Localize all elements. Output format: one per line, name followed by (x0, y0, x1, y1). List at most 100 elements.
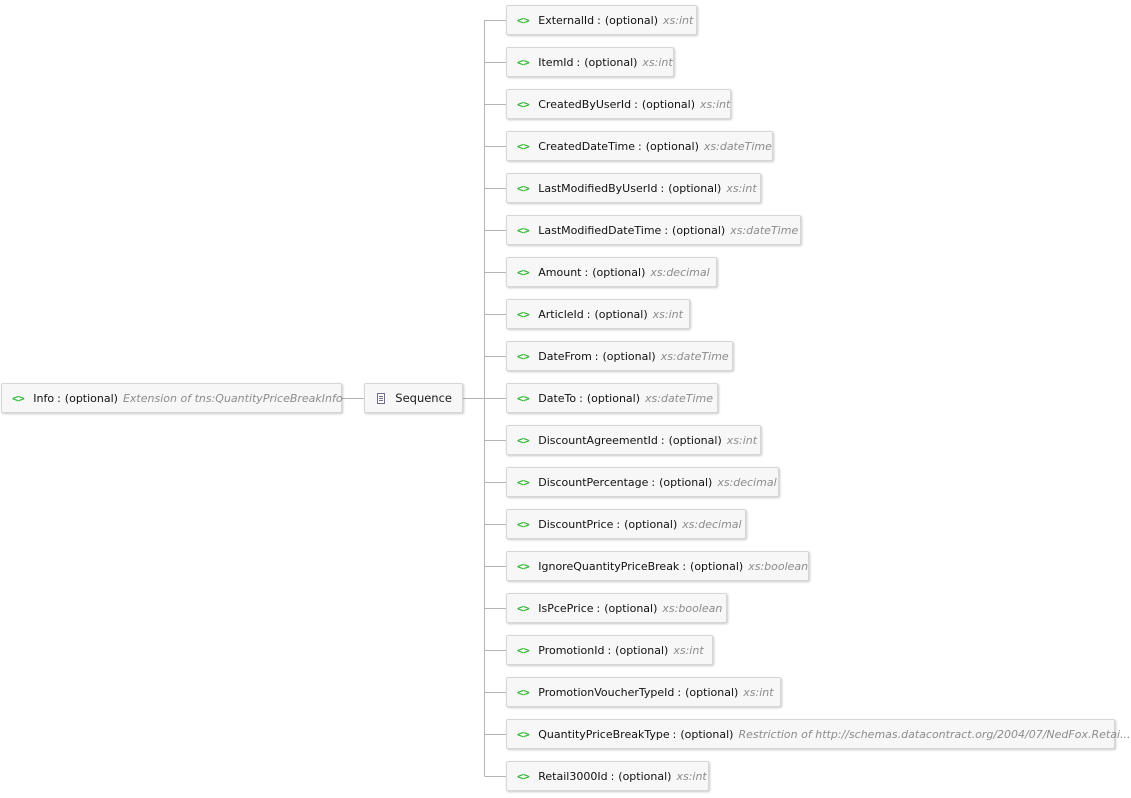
element-type: xs:decimal (682, 517, 742, 531)
element-optional: (optional) (680, 727, 734, 741)
element-icon: <> (517, 349, 530, 363)
child-element-node[interactable]: <>ExternalId:(optional)xs:int (506, 5, 697, 35)
element-optional: (optional) (586, 391, 641, 405)
element-name: IsPcePrice (538, 601, 594, 615)
element-type: xs:int (642, 55, 673, 69)
element-icon: <> (517, 55, 530, 69)
element-optional: (optional) (690, 559, 744, 573)
element-icon: <> (517, 727, 530, 741)
element-icon: <> (517, 601, 530, 615)
element-icon: <> (517, 181, 530, 195)
element-type: xs:dateTime (703, 139, 772, 153)
child-element-node[interactable]: <>DateFrom:(optional)xs:dateTime (506, 341, 733, 371)
element-name: ArticleId (538, 307, 584, 321)
sequence-icon (377, 392, 386, 404)
element-separator: : (596, 601, 601, 615)
element-separator: : (610, 769, 615, 783)
child-element-node[interactable]: <>DiscountAgreementId:(optional)xs:int (506, 425, 761, 455)
element-name: IgnoreQuantityPriceBreak (538, 559, 680, 573)
element-name: PromotionId (538, 643, 605, 657)
element-separator: : (664, 223, 669, 237)
child-element-node[interactable]: <>PromotionVoucherTypeId:(optional)xs:in… (506, 677, 781, 707)
element-type: xs:int (726, 433, 758, 447)
element-type: xs:decimal (650, 265, 710, 279)
element-optional: (optional) (604, 13, 659, 27)
element-type: xs:int (652, 307, 683, 321)
child-element-node[interactable]: <>LastModifiedDateTime:(optional)xs:date… (506, 215, 801, 245)
sequence-label: Sequence (395, 391, 452, 405)
element-optional: (optional) (645, 139, 699, 153)
element-type: xs:boolean (662, 601, 723, 615)
element-separator: : (576, 55, 581, 69)
element-name: LastModifiedByUserId (538, 181, 658, 195)
element-separator: : (586, 307, 591, 321)
element-separator: : (579, 391, 583, 405)
element-separator: : (638, 139, 642, 153)
element-optional: (optional) (641, 97, 696, 111)
element-separator: : (594, 349, 599, 363)
element-name: DateFrom (538, 349, 592, 363)
element-type: xs:int (726, 181, 757, 195)
element-name: DiscountPercentage (538, 475, 649, 489)
element-optional: (optional) (624, 517, 678, 531)
element-separator: : (672, 727, 677, 741)
element-icon: <> (517, 517, 530, 531)
element-type: xs:int (700, 97, 731, 111)
element-icon: <> (517, 391, 530, 405)
child-element-node[interactable]: <>IsPcePrice:(optional)xs:boolean (506, 593, 727, 623)
element-optional: (optional) (668, 433, 722, 447)
element-type: xs:int (676, 769, 707, 783)
element-separator: : (57, 391, 61, 405)
child-element-node[interactable]: <> DateTo:(optional) xs:dateTime (506, 383, 718, 413)
child-element-node[interactable]: <>Retail3000Id:(optional)xs:int (506, 761, 709, 791)
element-optional: (optional) (64, 391, 118, 405)
element-separator: : (677, 685, 682, 699)
element-icon: <> (517, 223, 530, 237)
element-icon: <> (517, 643, 530, 657)
element-optional: (optional) (592, 265, 646, 279)
child-element-node[interactable]: <>QuantityPriceBreakType:(optional)Restr… (506, 719, 1131, 749)
element-separator: : (651, 475, 656, 489)
element-icon: <> (517, 265, 530, 279)
element-icon: <> (517, 433, 530, 447)
child-element-node[interactable]: <>IgnoreQuantityPriceBreak:(optional)xs:… (506, 551, 809, 581)
element-icon: <> (517, 307, 530, 321)
element-name: PromotionVoucherTypeId (538, 685, 675, 699)
element-name: LastModifiedDateTime (538, 223, 662, 237)
child-element-node[interactable]: <> ItemId:(optional) xs:int (506, 47, 674, 77)
element-icon: <> (12, 391, 25, 405)
element-optional: (optional) (594, 307, 648, 321)
child-element-node[interactable]: <>DiscountPercentage:(optional)xs:decima… (506, 467, 779, 497)
element-optional: (optional) (615, 643, 669, 657)
element-icon: <> (517, 97, 530, 111)
element-name: Info (33, 391, 55, 405)
child-element-node[interactable]: <>DiscountPrice:(optional)xs:decimal (506, 509, 746, 539)
element-type: xs:decimal (717, 475, 777, 489)
element-name: DiscountPrice (538, 517, 614, 531)
element-name: CreatedByUserId (538, 97, 632, 111)
element-icon: <> (517, 769, 530, 783)
child-element-node[interactable]: <>CreatedDateTime:(optional)xs:dateTime (506, 131, 773, 161)
sequence-node[interactable]: Sequence (364, 383, 463, 413)
element-type: xs:dateTime (645, 391, 714, 405)
element-name: DateTo (538, 391, 577, 405)
element-icon: <> (517, 559, 530, 573)
element-name: CreatedDateTime (538, 139, 635, 153)
root-element-node[interactable]: <> Info : (optional) Extension of tns:Qu… (1, 383, 343, 413)
child-element-node[interactable]: <>LastModifiedByUserId:(optional)xs:int (506, 173, 761, 203)
element-type: xs:boolean (748, 559, 809, 573)
child-element-node[interactable]: <>PromotionId:(optional)xs:int (506, 635, 713, 665)
element-icon: <> (517, 13, 530, 27)
element-type: Restriction of http://schemas.datacontra… (738, 727, 1131, 741)
child-element-node[interactable]: <> ArticleId:(optional) xs:int (506, 299, 690, 329)
element-name: DiscountAgreementId (538, 433, 658, 447)
element-separator: : (634, 97, 638, 111)
child-element-node[interactable]: <>Amount:(optional)xs:decimal (506, 257, 717, 287)
child-element-node[interactable]: <> CreatedByUserId:(optional) xs:int (506, 89, 731, 119)
element-optional: (optional) (584, 55, 638, 69)
element-optional: (optional) (659, 475, 713, 489)
element-name: ItemId (538, 55, 574, 69)
element-optional: (optional) (685, 685, 739, 699)
element-optional: (optional) (668, 181, 722, 195)
